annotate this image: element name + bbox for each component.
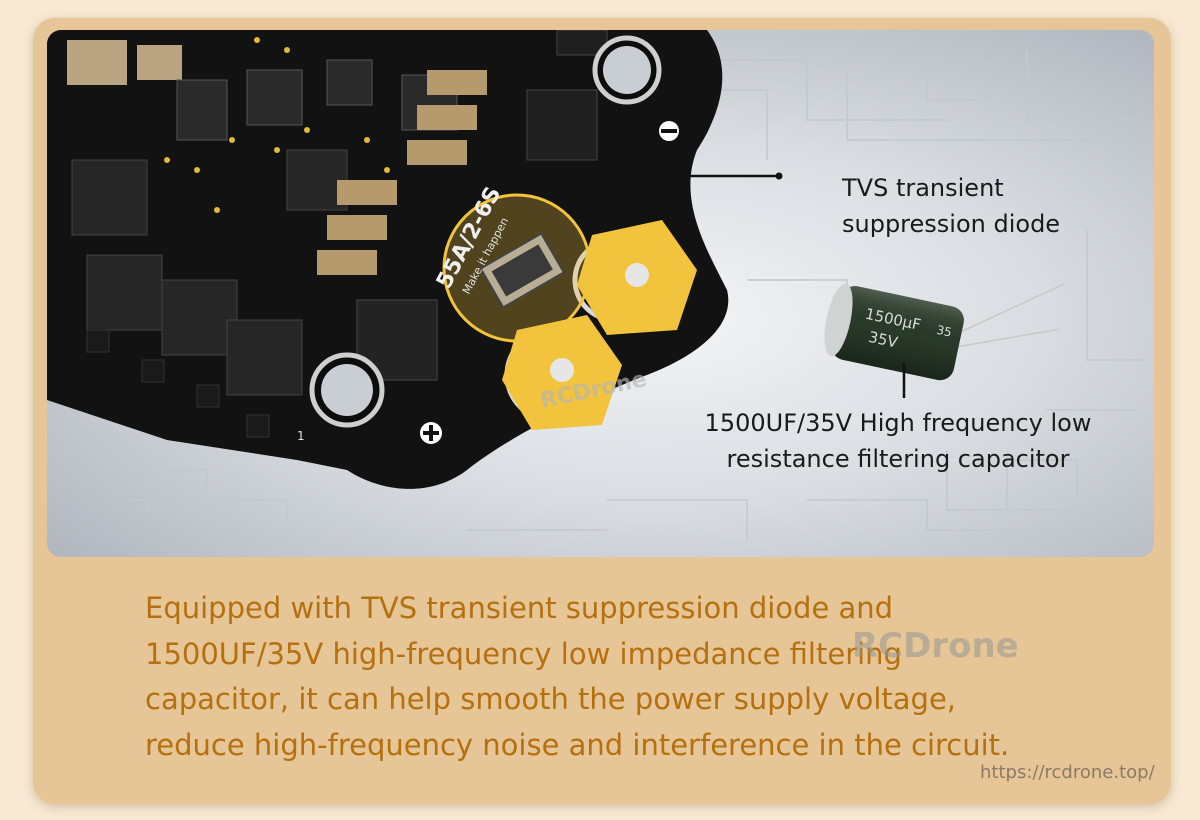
callout-tvs-line1: TVS transient xyxy=(842,174,1004,202)
description-line-4: reduce high-frequency noise and interfer… xyxy=(145,727,1010,762)
callout-tvs-diode: TVS transient suppression diode xyxy=(842,170,1060,242)
power-pads xyxy=(502,220,697,430)
pad-label: 1 xyxy=(297,429,305,443)
brand-watermark: RCDrone xyxy=(852,626,1019,666)
circuit-background xyxy=(127,50,1147,540)
leader-dot-tvs xyxy=(775,172,783,180)
pcb-components xyxy=(67,30,608,438)
capacitor-side-marking: 35 xyxy=(935,323,953,340)
callout-capacitor: 1500UF/35V High frequency low resistance… xyxy=(680,405,1116,477)
esc-board-illustration: 55A/2-6S Make it happen 1 RCDrone 1500μF… xyxy=(47,30,1147,540)
mounting-holes xyxy=(309,35,662,428)
callout-capacitor-line2: resistance filtering capacitor xyxy=(726,445,1070,473)
capacitor-voltage: 35V xyxy=(867,328,900,352)
product-photo: 55A/2-6S Make it happen 1 RCDrone 1500μF… xyxy=(47,30,1154,557)
description-line-3: capacitor, it can help smooth the power … xyxy=(145,682,957,716)
tvs-diode xyxy=(442,193,592,343)
description-line-2: 1500UF/35V high-frequency low impedance … xyxy=(145,636,902,671)
description-line-1: Equipped with TVS transient suppression … xyxy=(145,591,894,625)
url-watermark: https://rcdrone.top/ xyxy=(980,762,1155,783)
feature-description: Equipped with TVS transient suppression … xyxy=(145,586,1105,768)
callout-tvs-line2: suppression diode xyxy=(842,210,1061,238)
polarity-marks xyxy=(420,121,679,444)
capacitor: 1500μF 35V 35 xyxy=(824,283,1065,381)
callout-capacitor-line1: 1500UF/35V High frequency low xyxy=(704,409,1092,437)
leader-lines xyxy=(589,174,906,398)
